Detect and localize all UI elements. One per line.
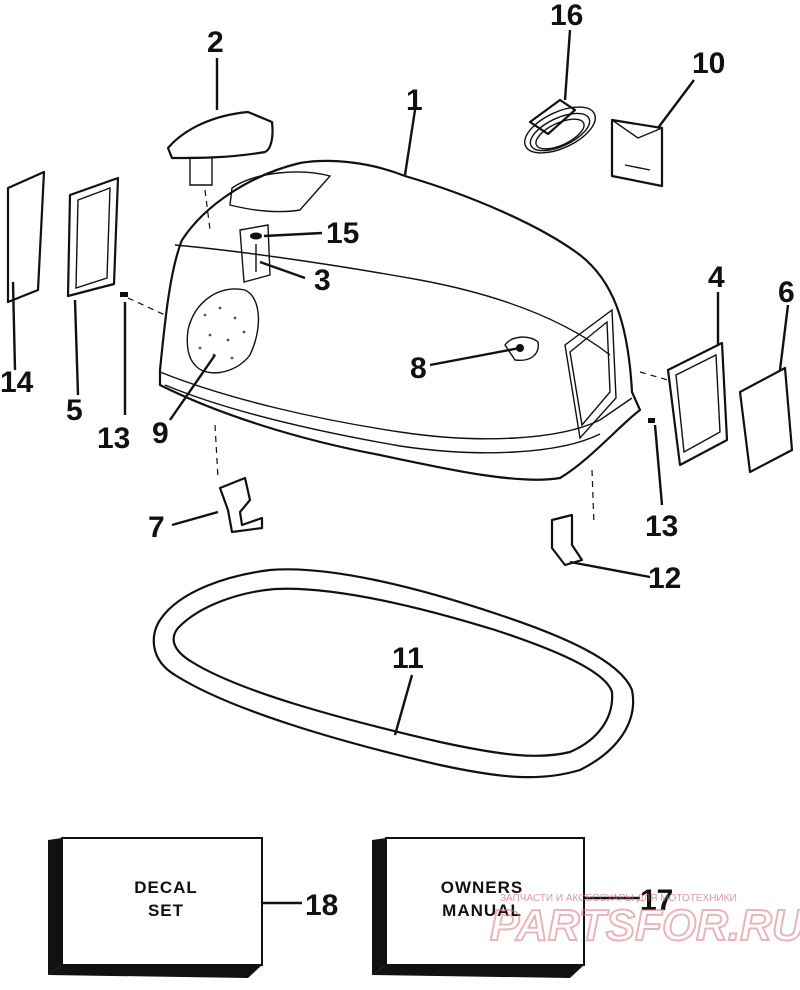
manual-box-line2: MANUAL	[442, 901, 522, 920]
callout-labels: 1 2 3 4 5 6 7 8 9 10 11 12 13 13 14 15 1…	[0, 0, 795, 922]
left-window-part	[6, 170, 46, 304]
decal-box-line2: SET	[148, 901, 184, 920]
callout-13-right: 13	[645, 510, 678, 543]
callout-7: 7	[148, 511, 165, 544]
callout-12: 12	[648, 562, 681, 595]
left-frame-part	[66, 176, 166, 316]
gasket-part	[152, 568, 635, 779]
watermark-tagline: ЗАПЧАСТИ И АКСЕССУАРЫ ДЛЯ МОТОТЕХНИКИ	[500, 893, 737, 904]
owners-manual-box: OWNERS MANUAL	[372, 837, 585, 978]
callout-15: 15	[326, 217, 359, 250]
bracket-right-part	[550, 469, 595, 567]
callout-1: 1	[406, 84, 423, 117]
right-frame-part	[639, 341, 729, 467]
engine-cover-part	[158, 159, 642, 481]
wire-harness-part	[524, 98, 596, 154]
callout-8: 8	[410, 352, 427, 385]
callout-13-left: 13	[97, 422, 130, 455]
right-window-part	[738, 366, 794, 474]
cap-part	[166, 110, 274, 231]
callout-16: 16	[550, 0, 583, 32]
decal-set-box: DECAL SET	[48, 837, 263, 978]
callout-17: 17	[640, 884, 673, 917]
callout-4: 4	[708, 261, 725, 294]
callout-10: 10	[692, 47, 725, 80]
manual-box-line1: OWNERS	[441, 878, 524, 897]
decal-box-line1: DECAL	[134, 878, 198, 897]
callout-9: 9	[152, 417, 169, 450]
callout-18: 18	[305, 889, 338, 922]
watermark-brand: PARTSFOR.RU	[490, 901, 800, 950]
pouch-part	[610, 118, 664, 188]
leader-lines	[11, 29, 790, 905]
callout-3: 3	[314, 264, 331, 297]
callout-5: 5	[66, 394, 83, 427]
callout-11: 11	[392, 642, 424, 675]
callout-6: 6	[778, 276, 795, 309]
bracket-left-part	[214, 424, 264, 534]
watermark: ЗАПЧАСТИ И АКСЕССУАРЫ ДЛЯ МОТОТЕХНИКИ PA…	[489, 893, 800, 951]
callout-14: 14	[0, 366, 34, 399]
callout-2: 2	[207, 26, 224, 59]
